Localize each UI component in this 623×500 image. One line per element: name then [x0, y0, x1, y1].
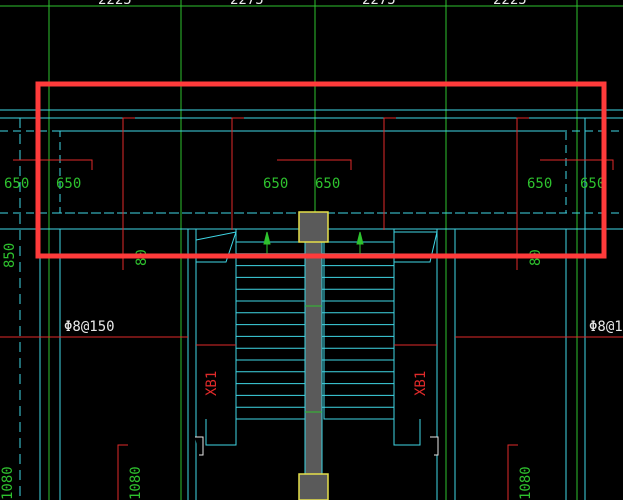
dim-label-4: 2225	[493, 0, 527, 8]
span-label-4: 650	[315, 176, 340, 192]
span-label-3: 650	[263, 176, 288, 192]
vertical-labels: 80 80 850 XB1 XB1 1080 1080 1080	[0, 243, 544, 500]
dim-label-2: 2275	[230, 0, 264, 8]
span-label-5: 650	[527, 176, 552, 192]
span-label-2: 650	[56, 176, 81, 192]
section-marks	[195, 436, 439, 456]
slab-label-1: XB1	[204, 371, 220, 396]
stair-arrows	[263, 231, 364, 258]
central-column	[298, 211, 329, 500]
wall-lines	[19, 118, 586, 500]
rebar-label-left: Φ8@150	[64, 319, 115, 335]
dim-label-3: 2275	[362, 0, 396, 8]
bottom-label-1: 1080	[0, 466, 16, 500]
span-label-1: 650	[4, 176, 29, 192]
rebar-label-right: Φ8@1	[589, 319, 623, 335]
stair-treads	[236, 241, 394, 408]
beam-lines	[0, 109, 623, 230]
bottom-label-3: 1080	[518, 466, 534, 500]
span-labels: 650 650 650 650 650 650	[4, 176, 605, 192]
bottom-label-2: 1080	[128, 466, 144, 500]
span-label-6: 650	[580, 176, 605, 192]
dim-label-1: 2225	[98, 0, 132, 8]
side-label-850: 850	[2, 243, 18, 268]
selection-highlight-box[interactable]	[35, 81, 607, 259]
slab-label-2: XB1	[413, 371, 429, 396]
rebar-labels: Φ8@150 Φ8@1	[64, 319, 623, 335]
top-dimension-row: 2225 2275 2275 2225	[0, 0, 623, 8]
rebar-lines	[0, 117, 623, 500]
